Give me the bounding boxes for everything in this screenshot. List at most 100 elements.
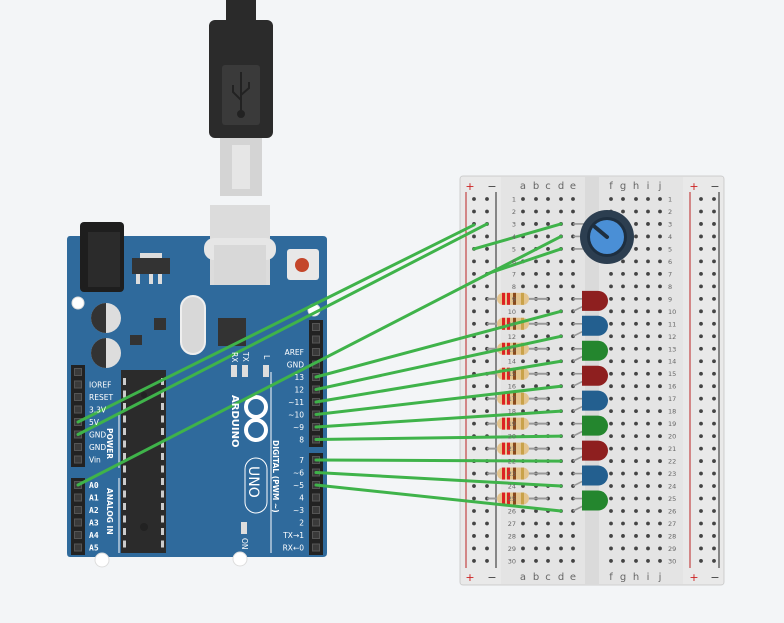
pin-digital_bottom-7[interactable] bbox=[312, 543, 320, 552]
rail-hole[interactable] bbox=[472, 521, 476, 526]
hole-i2[interactable] bbox=[646, 209, 650, 214]
hole-a5[interactable] bbox=[521, 247, 525, 251]
hole-f17[interactable] bbox=[609, 396, 613, 401]
hole-i30[interactable] bbox=[646, 559, 650, 563]
hole-h15[interactable] bbox=[634, 371, 638, 376]
pin-analog-3[interactable] bbox=[74, 518, 82, 527]
hole-g1[interactable] bbox=[621, 197, 625, 201]
rail-hole[interactable] bbox=[699, 284, 703, 289]
hole-f30[interactable] bbox=[609, 559, 613, 563]
hole-d23[interactable] bbox=[559, 471, 563, 476]
hole-h16[interactable] bbox=[634, 384, 638, 389]
hole-j9[interactable] bbox=[658, 296, 662, 301]
hole-g26[interactable] bbox=[621, 509, 625, 513]
rail-hole[interactable] bbox=[485, 334, 489, 339]
rail-hole[interactable] bbox=[485, 234, 489, 239]
hole-h17[interactable] bbox=[634, 396, 638, 401]
hole-d29[interactable] bbox=[559, 546, 563, 551]
rail-hole[interactable] bbox=[699, 371, 703, 376]
rail-hole[interactable] bbox=[712, 509, 716, 513]
hole-b28[interactable] bbox=[534, 534, 538, 538]
hole-f1[interactable] bbox=[609, 197, 613, 201]
hole-i25[interactable] bbox=[646, 496, 650, 501]
rail-hole[interactable] bbox=[485, 384, 489, 389]
rail-hole[interactable] bbox=[699, 534, 703, 538]
rail-hole[interactable] bbox=[712, 384, 716, 389]
pin-analog-5[interactable] bbox=[74, 543, 82, 552]
resistor[interactable] bbox=[487, 367, 548, 380]
hole-h28[interactable] bbox=[634, 534, 638, 538]
hole-f9[interactable] bbox=[609, 296, 613, 301]
hole-g21[interactable] bbox=[621, 446, 625, 451]
hole-h22[interactable] bbox=[634, 459, 638, 463]
hole-j10[interactable] bbox=[658, 309, 662, 314]
wire-pot-to-plus-rail[interactable] bbox=[472, 222, 563, 251]
pin-digital_top-1[interactable] bbox=[312, 335, 320, 344]
hole-d28[interactable] bbox=[559, 534, 563, 538]
hole-j21[interactable] bbox=[658, 446, 662, 451]
rail-hole[interactable] bbox=[485, 409, 489, 414]
hole-b30[interactable] bbox=[534, 559, 538, 563]
rail-hole[interactable] bbox=[712, 484, 716, 488]
led[interactable] bbox=[572, 340, 608, 362]
rail-hole[interactable] bbox=[712, 371, 716, 376]
hole-a12[interactable] bbox=[521, 334, 525, 339]
hole-e27[interactable] bbox=[571, 521, 575, 526]
rail-hole[interactable] bbox=[712, 222, 716, 226]
resistor[interactable] bbox=[487, 392, 548, 405]
rail-hole[interactable] bbox=[712, 471, 716, 476]
hole-f14[interactable] bbox=[609, 359, 613, 364]
hole-b12[interactable] bbox=[534, 334, 538, 339]
rail-hole[interactable] bbox=[699, 471, 703, 476]
rail-hole[interactable] bbox=[472, 484, 476, 488]
pin-digital_top-0[interactable] bbox=[312, 323, 320, 331]
rail-hole[interactable] bbox=[472, 421, 476, 426]
hole-h3[interactable] bbox=[634, 222, 638, 226]
pin-power-3[interactable] bbox=[74, 405, 82, 414]
rail-hole[interactable] bbox=[699, 247, 703, 251]
hole-a1[interactable] bbox=[521, 197, 525, 201]
hole-f8[interactable] bbox=[609, 284, 613, 289]
hole-g16[interactable] bbox=[621, 384, 625, 389]
hole-h4[interactable] bbox=[634, 234, 638, 239]
hole-d7[interactable] bbox=[559, 271, 563, 276]
hole-d27[interactable] bbox=[559, 521, 563, 526]
rail-hole[interactable] bbox=[712, 421, 716, 426]
pin-power-6[interactable] bbox=[74, 443, 82, 451]
wire-pin-9[interactable] bbox=[314, 409, 563, 429]
hole-j23[interactable] bbox=[658, 471, 662, 476]
hole-h14[interactable] bbox=[634, 359, 638, 364]
rail-hole[interactable] bbox=[712, 259, 716, 264]
hole-i11[interactable] bbox=[646, 321, 650, 326]
rail-hole[interactable] bbox=[472, 534, 476, 538]
hole-f15[interactable] bbox=[609, 371, 613, 376]
led[interactable] bbox=[572, 365, 608, 387]
wire-pin-11[interactable] bbox=[314, 359, 563, 404]
hole-d11[interactable] bbox=[559, 321, 563, 326]
rail-hole[interactable] bbox=[472, 446, 476, 451]
rail-hole[interactable] bbox=[699, 496, 703, 501]
pin-digital_bottom-5[interactable] bbox=[312, 518, 320, 527]
rail-hole[interactable] bbox=[485, 546, 489, 551]
pin-power-1[interactable] bbox=[74, 380, 82, 389]
hole-g8[interactable] bbox=[621, 284, 625, 289]
hole-i9[interactable] bbox=[646, 296, 650, 301]
hole-d8[interactable] bbox=[559, 284, 563, 289]
rail-hole[interactable] bbox=[485, 359, 489, 364]
hole-b10[interactable] bbox=[534, 309, 538, 314]
hole-e7[interactable] bbox=[571, 271, 575, 276]
hole-d1[interactable] bbox=[559, 197, 563, 201]
hole-h26[interactable] bbox=[634, 509, 638, 513]
hole-j27[interactable] bbox=[658, 521, 662, 526]
rail-hole[interactable] bbox=[712, 446, 716, 451]
hole-a14[interactable] bbox=[521, 359, 525, 364]
hole-f12[interactable] bbox=[609, 334, 613, 339]
wire-pin-7[interactable] bbox=[314, 458, 563, 463]
rail-hole[interactable] bbox=[485, 484, 489, 488]
hole-f7[interactable] bbox=[609, 271, 613, 276]
wire-pin-8[interactable] bbox=[314, 434, 563, 441]
hole-d6[interactable] bbox=[559, 259, 563, 264]
hole-f28[interactable] bbox=[609, 534, 613, 538]
rail-hole[interactable] bbox=[699, 259, 703, 264]
resistor[interactable] bbox=[487, 492, 548, 505]
